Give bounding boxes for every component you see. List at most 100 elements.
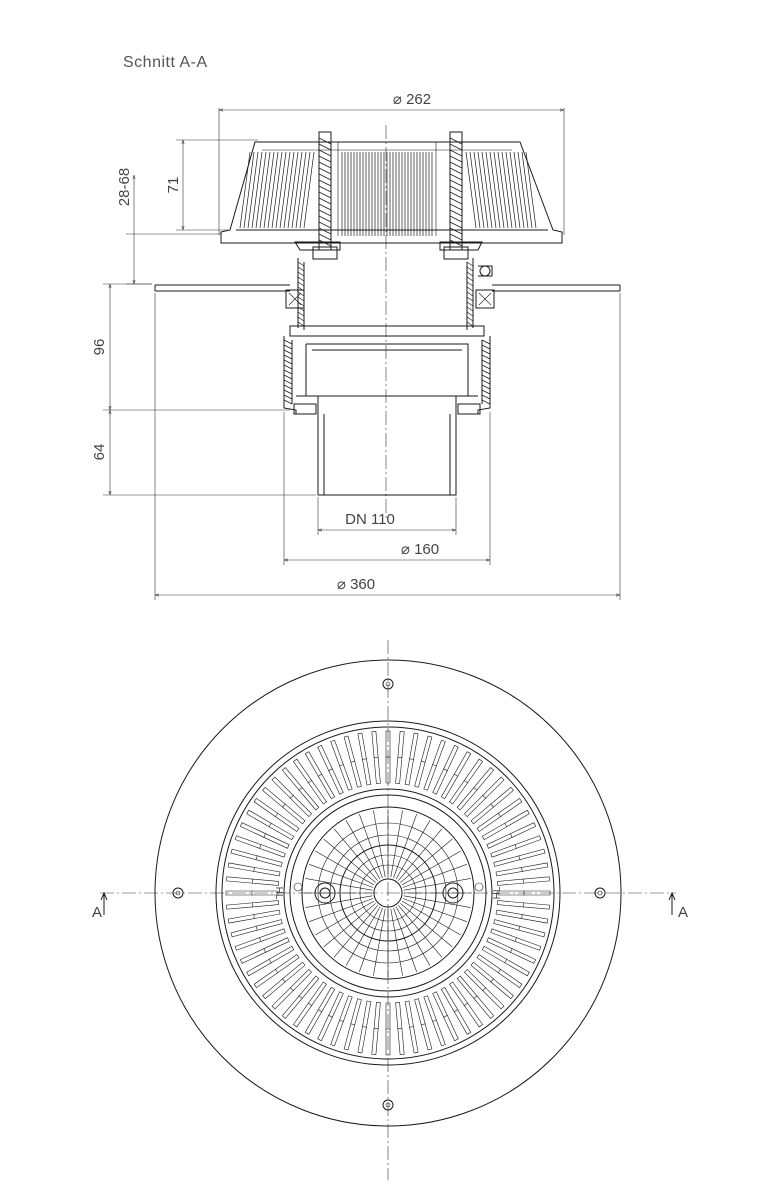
grate-rib [323,903,376,948]
grate-slot [271,776,313,818]
grate-slot [481,945,530,977]
grate-rib [315,900,375,936]
grate-slot [432,991,459,1042]
dim-dn: DN 110 [345,511,395,528]
grate-rib [345,820,381,880]
grate-slot [440,986,472,1035]
grate-rib [359,907,383,973]
grate-slot [490,835,542,858]
dimension-lines [103,108,621,600]
grate-slot [423,995,446,1047]
grate-rib [400,838,453,883]
grate-slot [304,751,336,800]
grate-slot [385,730,391,784]
section-title: Schnitt A-A [123,54,208,71]
grate-rib [373,810,386,878]
grate-slot [357,1000,372,1054]
svg-text:A: A [678,904,688,921]
grate-outer-slots [225,730,551,1056]
flange-holes [172,678,606,1111]
grate-rib [401,900,461,936]
grate-slot [497,900,550,910]
dim-top-diameter: ⌀ 262 [393,91,431,108]
grate-slot [292,758,327,805]
section-view: ⌀ 262 71 28-68 96 64 DN 110 ⌀ 160 ⌀ 360 [91,91,621,600]
grate-slot [404,732,419,786]
grate-slot [227,909,281,924]
grate-mark-left: HL [273,887,284,900]
grate-slot [226,900,279,910]
grate-slot [463,968,505,1010]
grate-rib [345,906,381,966]
nut-right [443,246,469,260]
grate-slot [449,981,484,1028]
grate-slot [414,735,433,788]
grate-rib [395,820,431,880]
grate-slot [476,797,523,832]
grate-rib [333,905,378,958]
grate-slot [226,876,279,886]
flange-outer-circle [154,659,622,1127]
grate-rib [402,864,468,888]
grate-slot [423,739,446,791]
dim-dia-360: ⌀ 360 [337,576,375,593]
grate-slot [317,744,344,795]
grate-rib [401,850,461,886]
dim-height-64: 64 [91,444,108,461]
grate-slot [470,786,514,825]
grate-slot [493,848,546,867]
grate-rib [390,908,403,976]
grate-rib [393,907,417,973]
grate-mark-right: HL [492,886,503,899]
grate-slot [486,937,537,964]
grate-slot [476,954,523,989]
grate-slot [432,744,459,795]
grate-rib [398,905,443,958]
grate-rib [373,908,386,976]
cap-body [220,131,563,260]
grate-slot [395,731,405,784]
grate-slot [357,732,372,786]
grate-slot [234,928,286,951]
drain-body [283,258,491,496]
svg-text:A: A [92,904,102,921]
grate-slot [343,998,362,1051]
grate-rib [395,906,431,966]
grate-screws [293,882,484,904]
grate-rib [359,813,383,879]
grate-rib [305,895,373,908]
dim-height-71: 71 [165,177,182,194]
dim-height-96: 96 [91,339,108,356]
grate-slot [230,919,283,938]
grate-slot [493,919,546,938]
grate-slot [253,797,300,832]
grate-rib [393,813,417,879]
grate-rib [400,903,453,948]
grate-rib [403,878,471,891]
grate-inner-circle [283,788,493,998]
grate-slot [404,1000,419,1054]
grate-slot [371,1002,381,1055]
grate-slot [253,954,300,989]
grate-rib [398,828,443,881]
grate-slot [239,937,290,964]
grate-rib [323,838,376,883]
grate-slot [456,767,495,811]
grate-slot [292,981,327,1028]
grate-rib [305,878,373,891]
grate-slot [304,986,336,1035]
grate-slot [281,975,320,1019]
grate-center-hub [373,878,403,908]
grate-slot [271,968,313,1010]
flange [154,265,621,309]
grate-slot [497,890,551,896]
grate-slot [449,758,484,805]
grate-slot [343,735,362,788]
grate-slot [414,998,433,1051]
grate-slot [495,862,549,877]
grate-slot [497,876,550,886]
grate-slot [385,1002,391,1056]
grate-slot [230,848,283,867]
grate-rib [390,810,403,878]
